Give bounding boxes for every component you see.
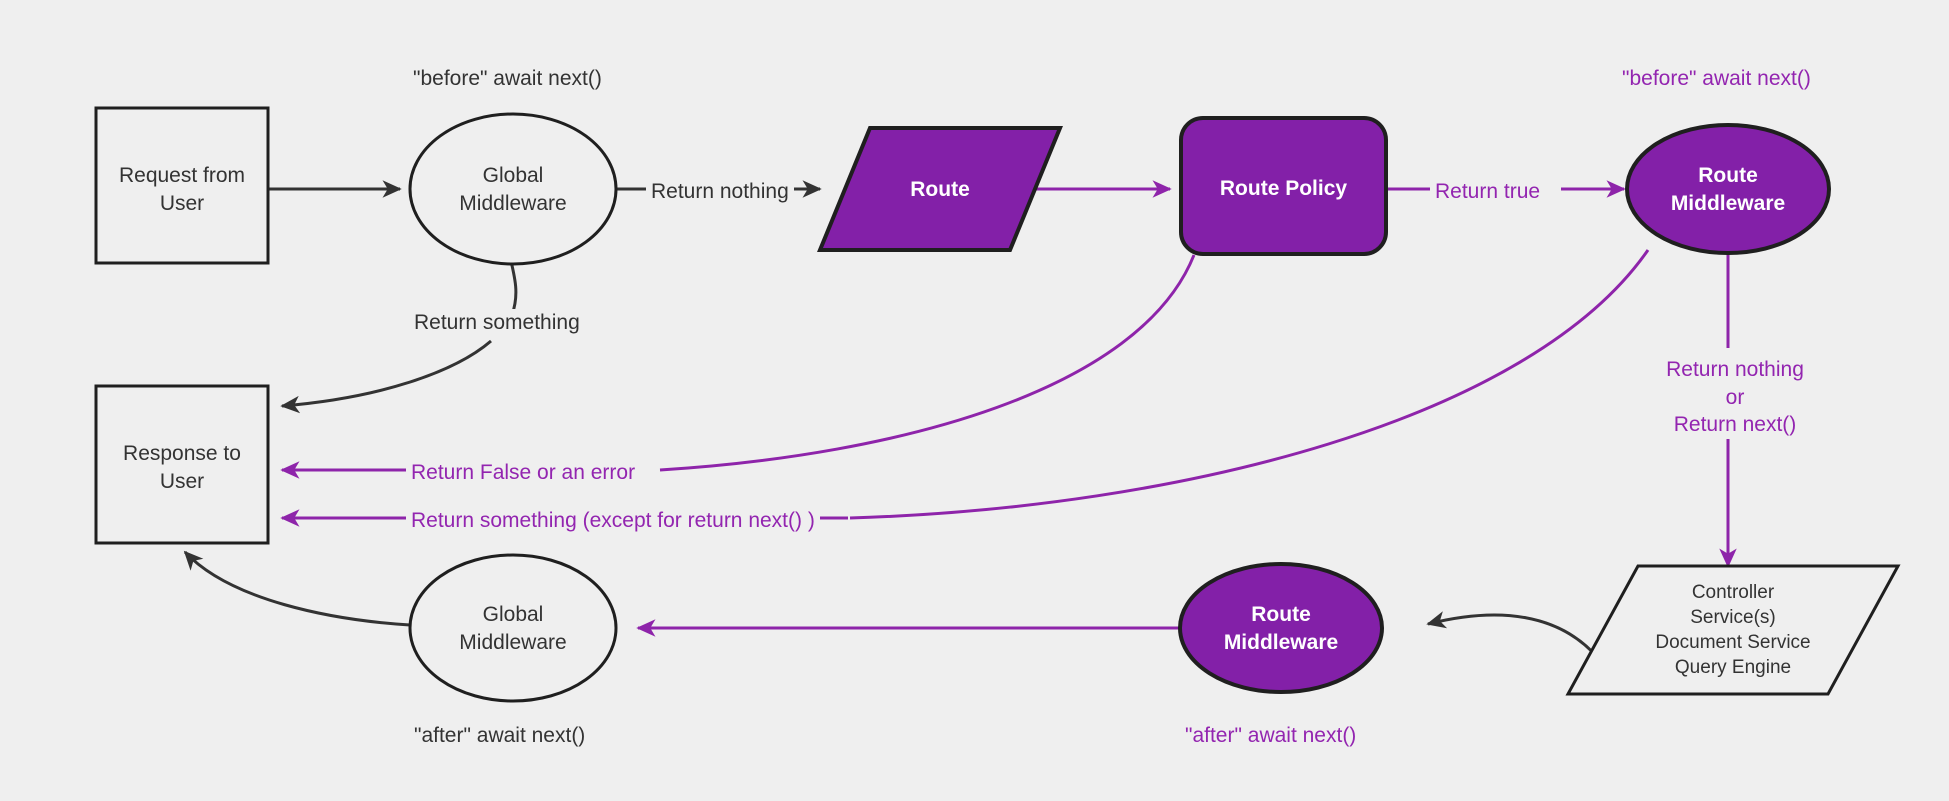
edge-controller-to-route-middleware-bottom (1426, 611, 1600, 659)
node-global-middleware-top[interactable] (408, 112, 618, 266)
node-route-middleware-bottom[interactable] (1178, 562, 1384, 694)
node-route-policy[interactable] (1179, 116, 1388, 256)
node-response-to-user[interactable] (94, 384, 270, 545)
edge-global-middleware-bottom-to-response (183, 550, 411, 627)
node-request-from-user[interactable] (94, 106, 270, 265)
edge-route-policy-to-response (280, 254, 1196, 479)
node-controller-services[interactable] (1565, 564, 1901, 696)
node-route[interactable] (817, 126, 1063, 252)
node-global-middleware-bottom[interactable] (408, 553, 618, 703)
node-route-middleware-top[interactable] (1625, 123, 1831, 255)
